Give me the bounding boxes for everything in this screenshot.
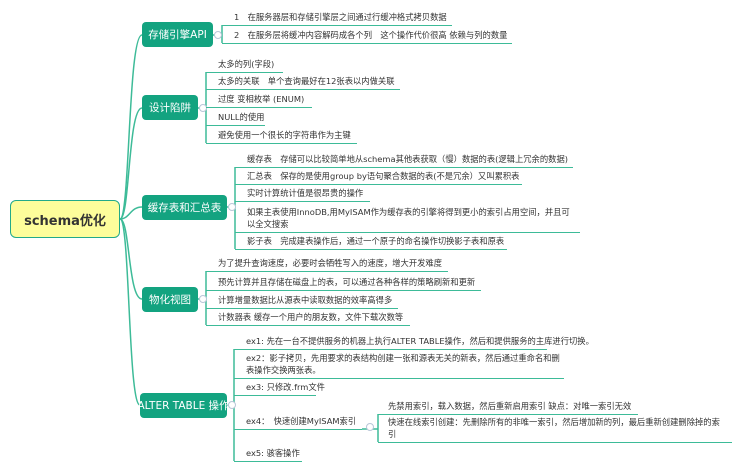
branch-storage-engine-api[interactable]: 存储引擎API	[142, 22, 213, 47]
leaf-node[interactable]: 避免使用一个很长的字符串作为主键	[206, 126, 357, 144]
root-node[interactable]: schema优化	[10, 200, 120, 238]
branch-cache-summary-tables[interactable]: 缓存表和汇总表	[142, 195, 227, 220]
branch-design-pitfalls[interactable]: 设计陷阱	[142, 95, 198, 120]
leaf-node[interactable]: 预先计算并且存储在磁盘上的表，可以通过各种各样的策略刷新和更新	[206, 272, 481, 291]
leaf-node[interactable]: ex5: 骇客操作	[234, 430, 302, 462]
leaf-node[interactable]: 影子表 完成建表操作后，通过一个原子的命名操作切换影子表和原表	[235, 233, 507, 250]
leaf-node[interactable]: 2 在服务层将缓冲内容解码成各个列 这个操作代价很高 依赖与列的数量	[222, 26, 512, 44]
collapse-toggle-icon[interactable]	[228, 203, 236, 211]
branch-alter-table[interactable]: ALTER TABLE 操作	[137, 393, 230, 418]
collapse-toggle-icon[interactable]	[366, 423, 374, 431]
leaf-node[interactable]: ex1: 先在一台不提供服务的机器上执行ALTER TABLE操作，然后和提供服…	[234, 332, 594, 350]
leaf-node[interactable]: NULL的使用	[206, 108, 265, 126]
leaf-node[interactable]: 快速在线索引创建：先删除所有的非唯一索引，然后增加新的列，最后重新创建删除掉的索…	[378, 415, 732, 443]
collapse-toggle-icon[interactable]	[199, 104, 207, 112]
leaf-node[interactable]: 缓存表 存储可以比较简单地从schema其他表获取（慢）数据的表(逻辑上冗余的数…	[235, 146, 573, 168]
collapse-toggle-icon[interactable]	[199, 295, 207, 303]
leaf-node[interactable]: 计数器表 缓存一个用户的朋友数，文件下载次数等	[206, 309, 410, 326]
leaf-node[interactable]: 计算增量数据比从源表中读取数据的效率高得多	[206, 291, 398, 309]
leaf-node[interactable]: 为了提升查询速度，必要时会牺牲写入的速度，增大开发难度	[206, 254, 448, 272]
leaf-node[interactable]: 太多的列(字段)	[206, 54, 283, 73]
leaf-node[interactable]: 汇总表 保存的是使用group by语句聚合数据的表(不是冗余）又叫累积表	[235, 168, 522, 185]
leaf-node[interactable]: ex3: 只修改.frm文件	[234, 379, 325, 396]
branch-materialized-views[interactable]: 物化视图	[142, 287, 198, 312]
leaf-node[interactable]: 过度 变相枚举 (ENUM)	[206, 90, 312, 108]
leaf-node[interactable]: 太多的关联 单个查询最好在12张表以内做关联	[206, 72, 400, 90]
collapse-toggle-icon[interactable]	[228, 401, 236, 409]
leaf-node[interactable]: 先禁用索引，载入数据，然后重新启用索引 缺点：对唯一索引无效	[378, 398, 638, 415]
leaf-node[interactable]: 如果主表使用InnoDB,用MyISAM作为缓存表的引擎将得到更小的索引占用空间…	[235, 202, 580, 233]
leaf-node[interactable]: 1 在服务器层和存储引擎层之间通过行缓冲格式拷贝数据	[222, 8, 452, 26]
leaf-node[interactable]: ex4： 快速创建MyISAM索引	[234, 396, 362, 430]
leaf-node[interactable]: ex2：影子拷贝，先用要求的表结构创建一张和源表无关的新表，然后通过重命名和删表…	[234, 350, 564, 379]
collapse-toggle-icon[interactable]	[214, 31, 222, 39]
leaf-node[interactable]: 实时计算统计值是很昂贵的操作	[235, 185, 370, 202]
